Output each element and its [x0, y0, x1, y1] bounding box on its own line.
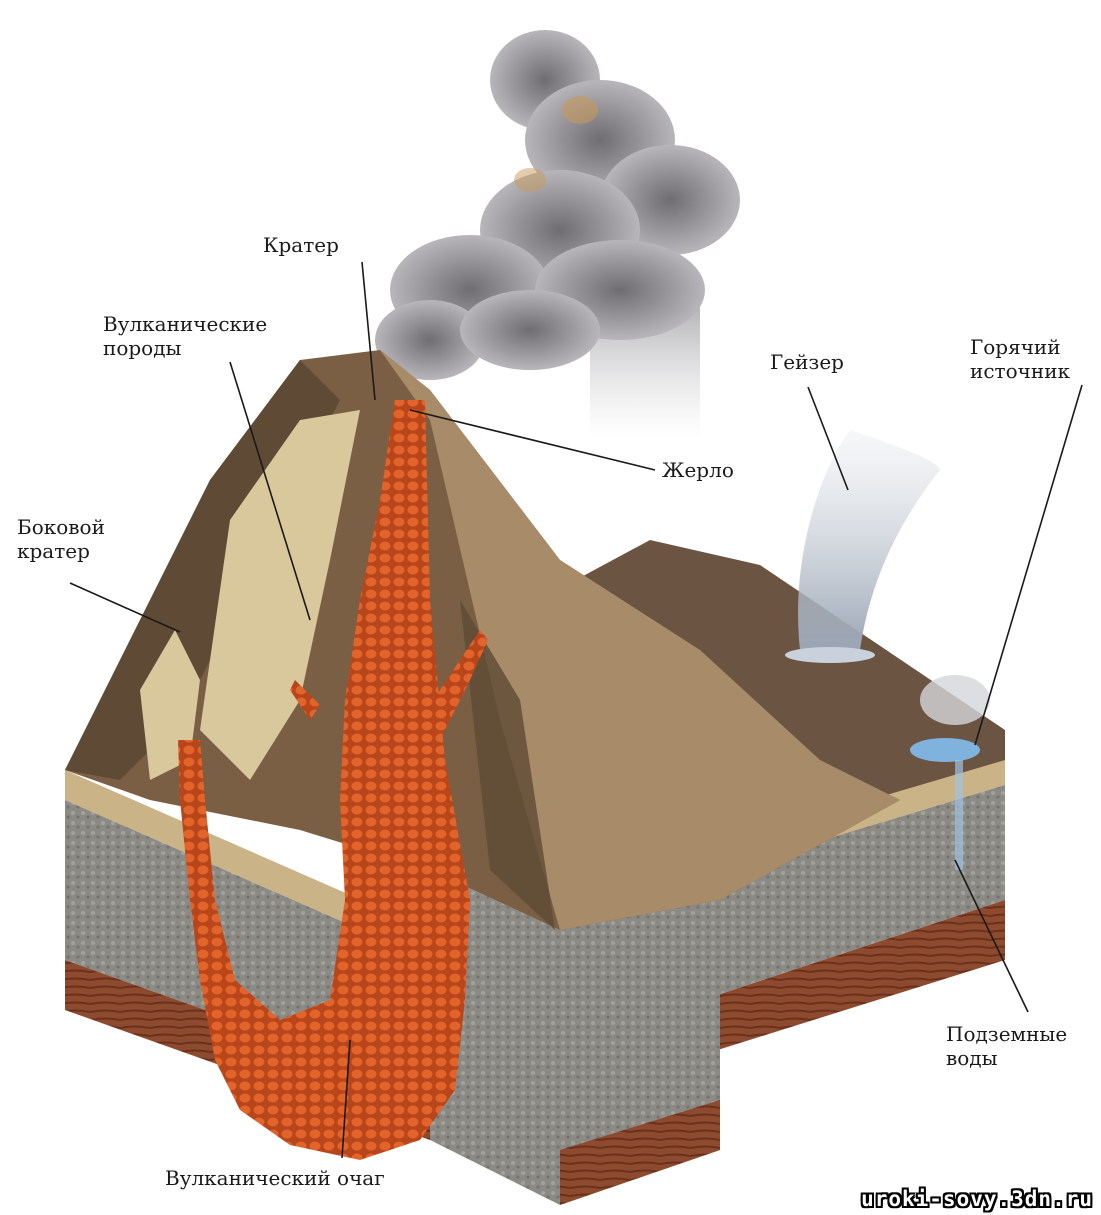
- label-hot-spring: Горячий источник: [970, 335, 1070, 383]
- label-crater: Кратер: [263, 233, 339, 257]
- label-groundwater: Подземные воды: [946, 1022, 1067, 1070]
- label-magma-chamber: Вулканический очаг: [165, 1166, 385, 1190]
- ash-plume: [375, 30, 740, 440]
- label-side-crater: Боковой кратер: [17, 515, 105, 563]
- label-vent: Жерло: [662, 458, 734, 482]
- label-volcanic-rocks: Вулканические породы: [103, 312, 267, 360]
- leader-hot-spring: [975, 385, 1082, 745]
- watermark: uroki-sovy.3dn.ru: [861, 1187, 1093, 1211]
- label-geyser: Гейзер: [770, 350, 844, 374]
- geyser-plume: [785, 430, 940, 663]
